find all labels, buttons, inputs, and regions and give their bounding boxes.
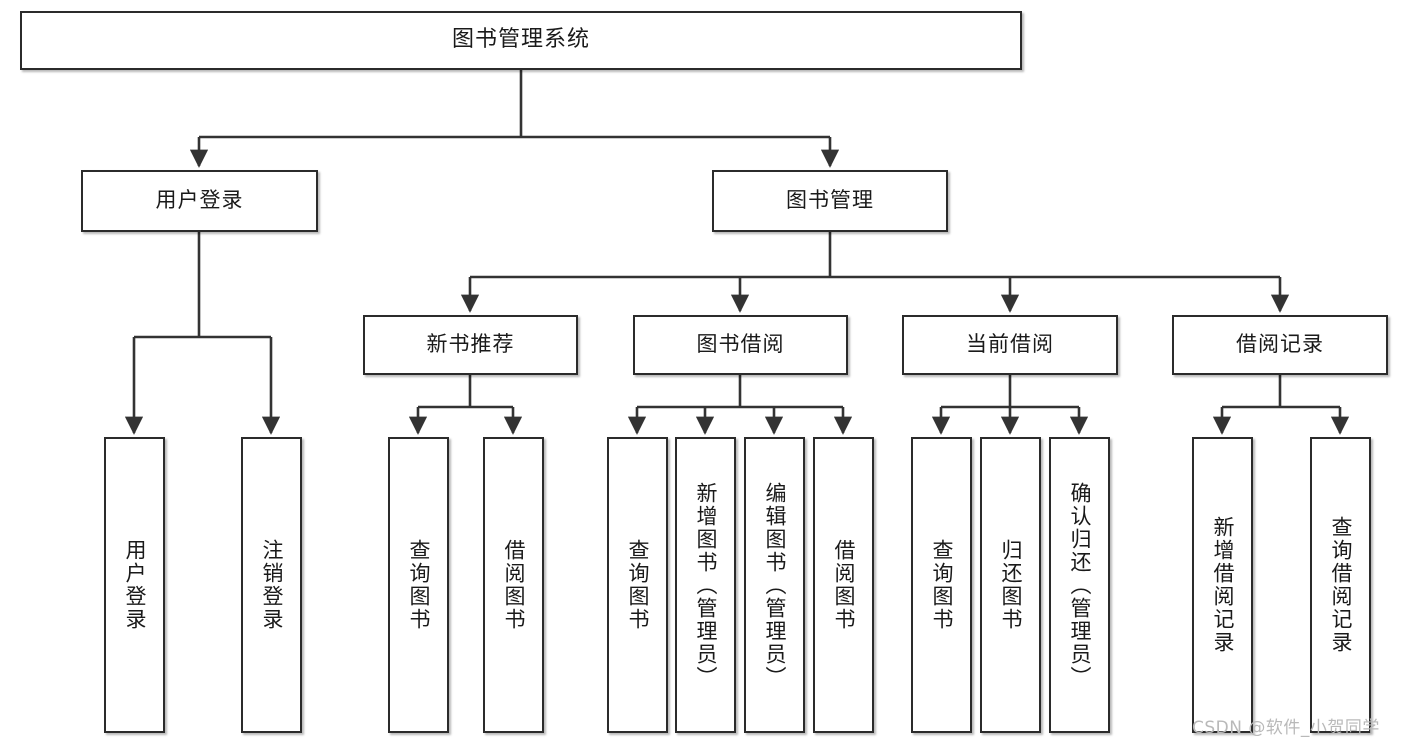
node-leaf-logout-login-label: 注销登录: [259, 539, 284, 631]
node-leaf-query-book-3[interactable]: 查询图书: [911, 437, 972, 733]
node-leaf-logout-login[interactable]: 注销登录: [241, 437, 302, 733]
node-leaf-borrow-book-2[interactable]: 借阅图书: [813, 437, 874, 733]
node-leaf-query-book-3-label: 查询图书: [929, 539, 954, 631]
node-leaf-confirm-return-label: 确认归还（管理员）: [1067, 481, 1092, 689]
node-leaf-query-book-2-label: 查询图书: [625, 539, 650, 631]
node-borrow-record[interactable]: 借阅记录: [1172, 315, 1388, 375]
node-book-borrow[interactable]: 图书借阅: [633, 315, 848, 375]
node-leaf-query-book-1-label: 查询图书: [406, 539, 431, 631]
node-leaf-add-book[interactable]: 新增图书（管理员）: [675, 437, 736, 733]
node-leaf-edit-book[interactable]: 编辑图书（管理员）: [744, 437, 805, 733]
node-leaf-edit-book-label: 编辑图书（管理员）: [762, 481, 787, 689]
node-current-borrow[interactable]: 当前借阅: [902, 315, 1118, 375]
node-leaf-add-book-label: 新增图书（管理员）: [693, 481, 718, 689]
node-leaf-query-record-label: 查询借阅记录: [1328, 516, 1353, 654]
node-leaf-borrow-book-1-label: 借阅图书: [501, 539, 526, 631]
node-leaf-user-login[interactable]: 用户登录: [104, 437, 165, 733]
csdn-watermark: CSDN @软件_小贺同学: [1192, 718, 1380, 738]
node-leaf-add-record-label: 新增借阅记录: [1210, 516, 1235, 654]
node-leaf-confirm-return[interactable]: 确认归还（管理员）: [1049, 437, 1110, 733]
node-root-system-label: 图书管理系统: [451, 27, 590, 53]
node-book-management[interactable]: 图书管理: [712, 170, 948, 232]
node-leaf-query-book-2[interactable]: 查询图书: [607, 437, 668, 733]
node-leaf-query-record[interactable]: 查询借阅记录: [1310, 437, 1371, 733]
node-leaf-return-book[interactable]: 归还图书: [980, 437, 1041, 733]
node-leaf-borrow-book-2-label: 借阅图书: [831, 539, 856, 631]
node-user-login-label: 用户登录: [155, 188, 244, 213]
node-leaf-user-login-label: 用户登录: [122, 539, 147, 631]
node-book-management-label: 图书管理: [786, 188, 874, 213]
node-leaf-return-book-label: 归还图书: [998, 539, 1023, 631]
node-root-system[interactable]: 图书管理系统: [20, 11, 1022, 70]
node-leaf-add-record[interactable]: 新增借阅记录: [1192, 437, 1253, 733]
node-book-borrow-label: 图书借阅: [696, 332, 785, 357]
node-leaf-borrow-book-1[interactable]: 借阅图书: [483, 437, 544, 733]
node-user-login[interactable]: 用户登录: [81, 170, 318, 232]
node-leaf-query-book-1[interactable]: 查询图书: [388, 437, 449, 733]
node-new-book-recommend-label: 新书推荐: [426, 332, 515, 357]
node-current-borrow-label: 当前借阅: [966, 332, 1054, 357]
node-borrow-record-label: 借阅记录: [1236, 332, 1324, 357]
node-new-book-recommend[interactable]: 新书推荐: [363, 315, 578, 375]
